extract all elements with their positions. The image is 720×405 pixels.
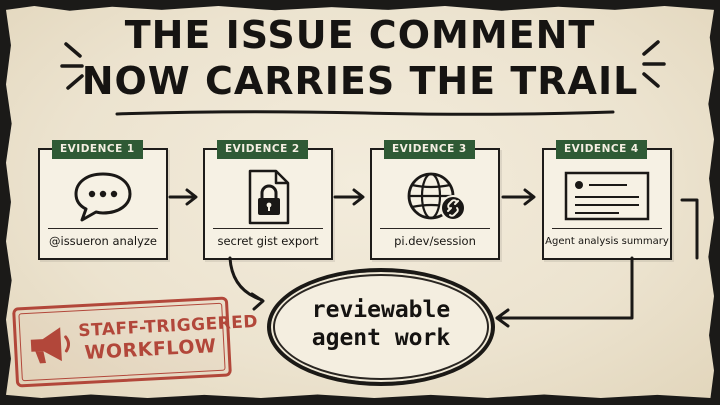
evidence-card-2: EVIDENCE 2 secret gist export (203, 140, 333, 260)
title-line-2: NOW CARRIES THE TRAIL (81, 59, 639, 103)
evidence-card-1: EVIDENCE 1 @issueron analyze (38, 140, 168, 260)
result-line-2: agent work (311, 325, 451, 351)
evidence-label: secret gist export (217, 234, 319, 248)
evidence-card-4: EVIDENCE 4 Agent analysis summary (542, 140, 672, 260)
title-underline (115, 110, 615, 116)
evidence-tag: EVIDENCE 1 (52, 140, 143, 159)
arrow-3-to-4-icon (501, 188, 536, 206)
arrow-2-to-3-icon (333, 188, 365, 206)
evidence-label: Agent analysis summary (545, 236, 669, 247)
title-line-1: THE ISSUE COMMENT (124, 13, 596, 57)
locked-document-icon (248, 169, 290, 225)
spark-left-icon (60, 42, 84, 90)
evidence-label: pi.dev/session (394, 234, 476, 248)
megaphone-icon (30, 327, 71, 364)
workflow-stamp: STAFF-TRIGGERED WORKFLOW (12, 296, 258, 388)
evidence-label: @issueron analyze (49, 234, 157, 248)
globe-link-icon (407, 172, 466, 221)
spark-right-icon (642, 40, 666, 88)
chat-bubble-icon (74, 172, 132, 222)
evidence-tag: EVIDENCE 4 (556, 140, 647, 159)
arrow-1-to-2-icon (168, 188, 198, 206)
arrow-card4-to-result-icon (495, 198, 699, 328)
result-oval: reviewable agent work (267, 268, 495, 386)
evidence-card-3: EVIDENCE 3 pi.dev/session (370, 140, 500, 260)
summary-window-icon (564, 171, 650, 221)
evidence-tag: EVIDENCE 2 (217, 140, 308, 159)
arrow-card2-to-result-icon (228, 256, 265, 311)
evidence-tag: EVIDENCE 3 (384, 140, 475, 159)
result-line-1: reviewable (311, 297, 451, 323)
